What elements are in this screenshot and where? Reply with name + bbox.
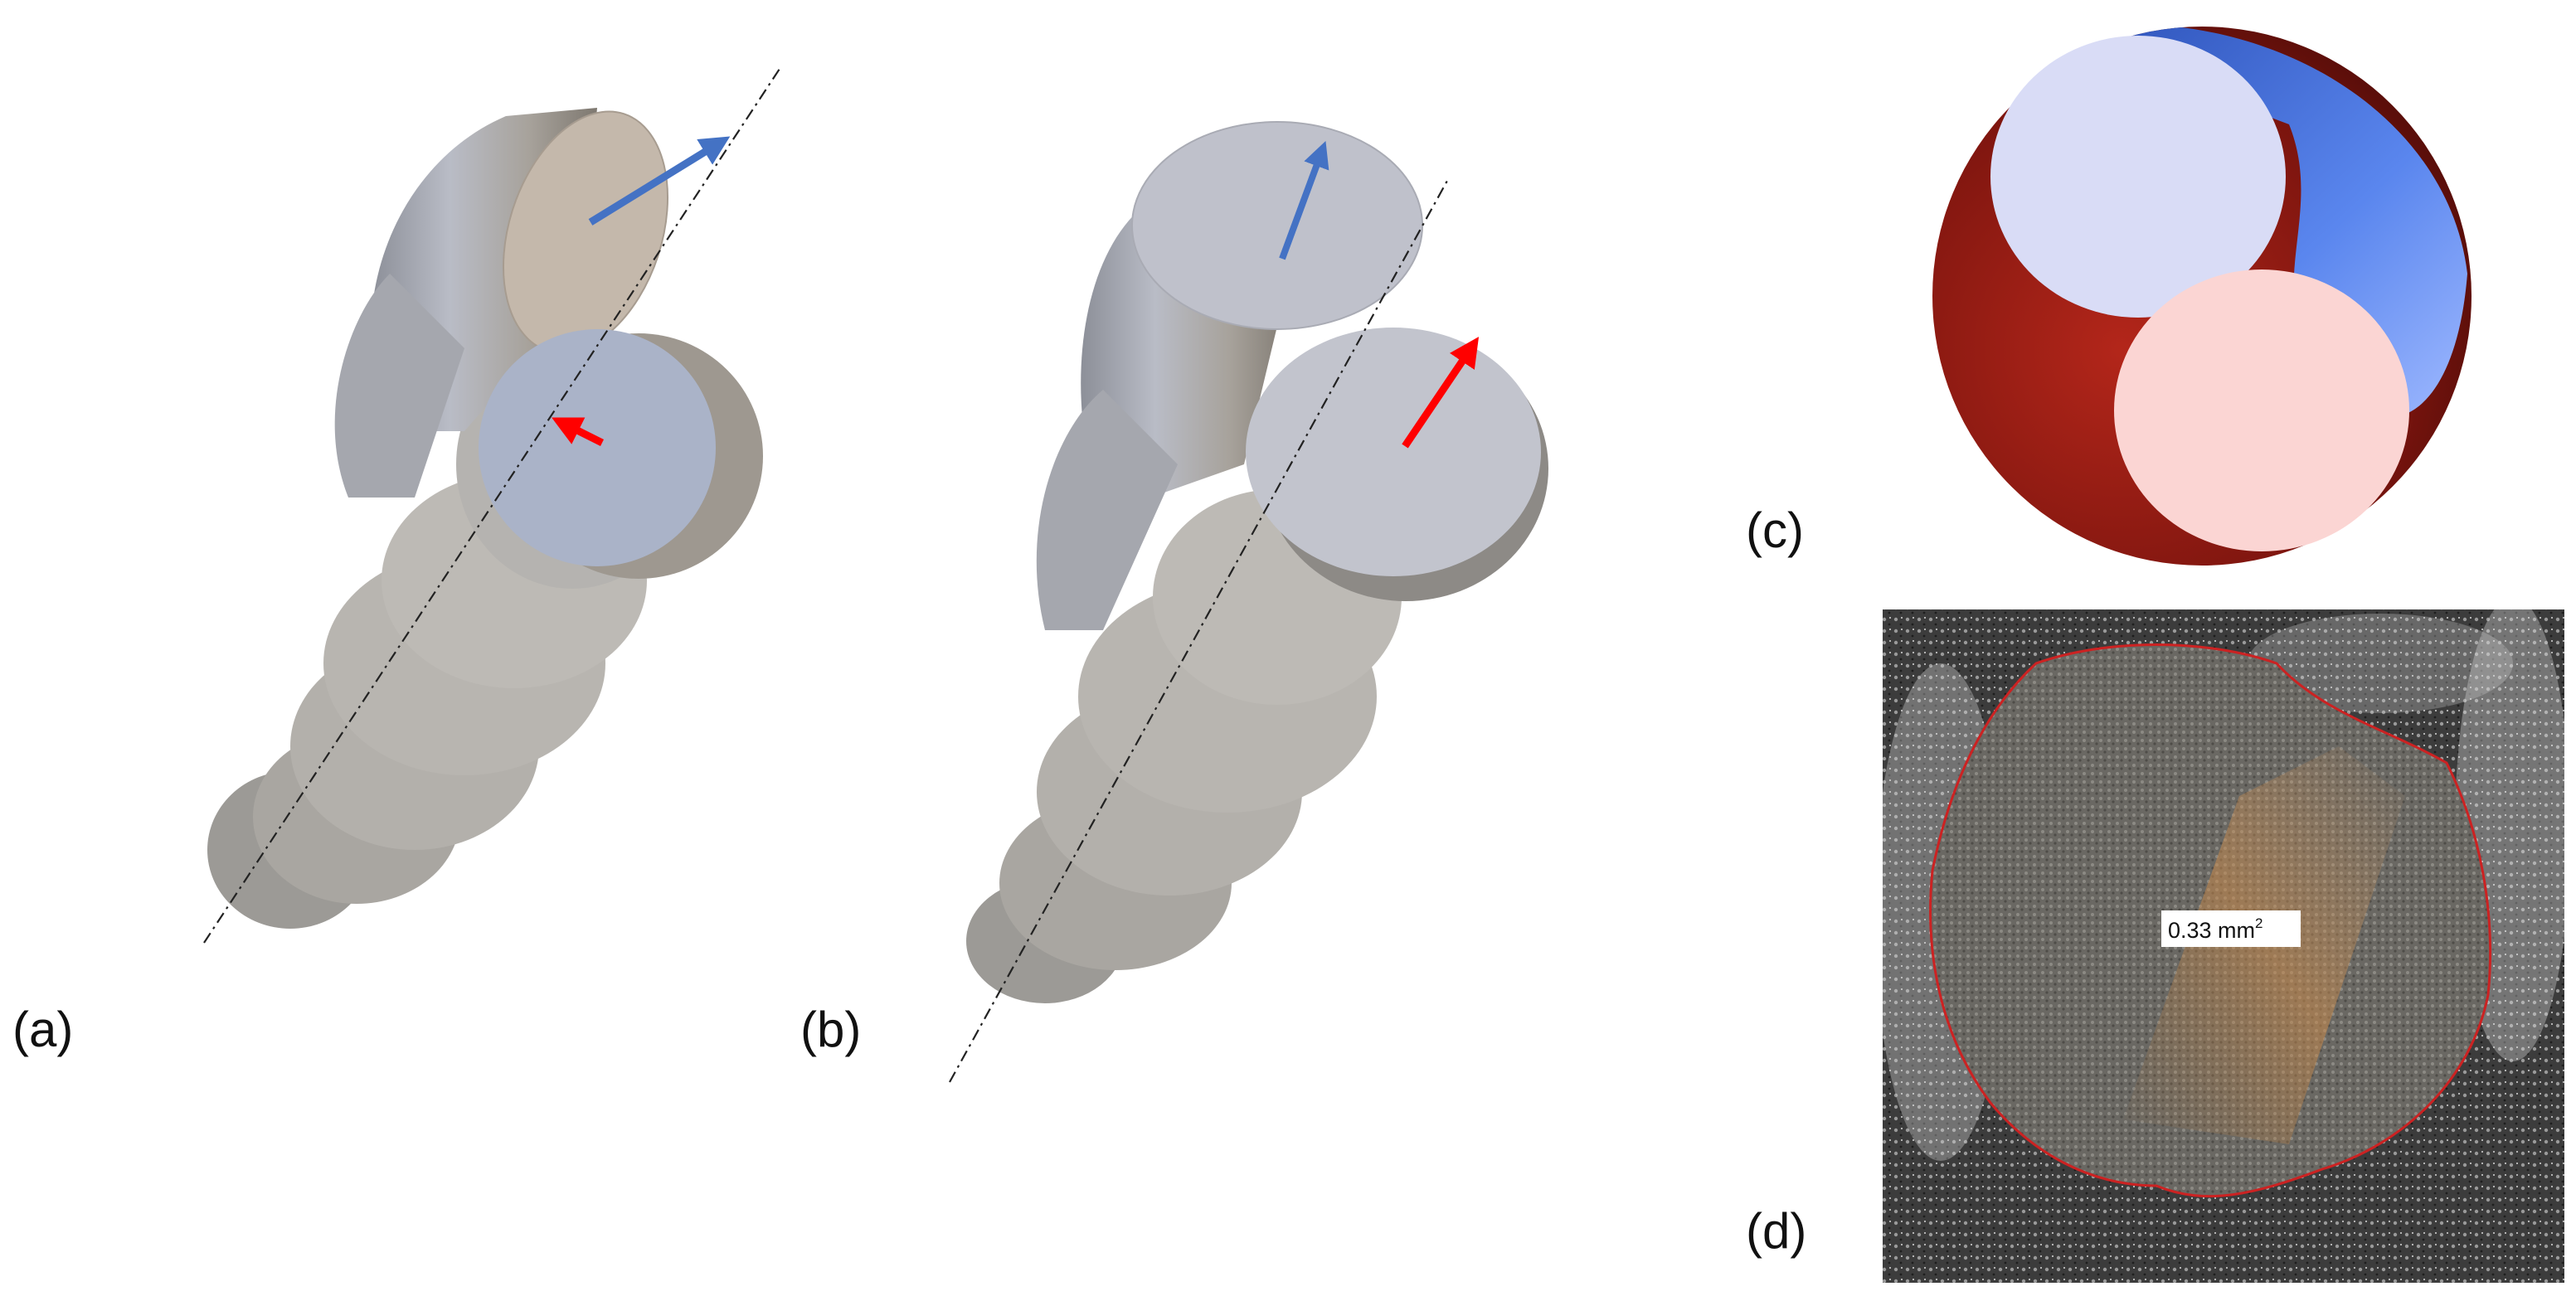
area-value-text: 0.33 mm (2168, 918, 2255, 943)
disk-light-pink (2114, 269, 2409, 551)
red-arrow-b (1402, 337, 1480, 449)
area-superscript: 2 (2255, 915, 2263, 931)
red-arrow-a (552, 417, 605, 447)
axis-line-a (203, 68, 780, 944)
area-label-box (2161, 910, 2301, 947)
panel-d: 0.33 mm2 (d) (1746, 609, 2564, 1283)
helix-body-b (966, 199, 1402, 1003)
micrograph (1883, 609, 2564, 1283)
panel-label-c: (c) (1746, 502, 1804, 558)
panel-a: (a) (12, 68, 780, 1057)
area-value: 0.33 mm2 (2168, 915, 2263, 943)
lower-cut-face-b (1246, 328, 1541, 576)
lower-cut-face-a (479, 329, 716, 566)
panel-label-a: (a) (12, 1002, 73, 1057)
panel-b: (b) (800, 121, 1548, 1083)
panel-label-b: (b) (800, 1002, 861, 1057)
axis-line-b (949, 180, 1448, 1083)
panel-label-d: (d) (1746, 1203, 1806, 1259)
disk-light-blue (1990, 36, 2286, 318)
panel-c: (c) (1746, 27, 2472, 566)
upper-cut-face-b (1131, 121, 1423, 330)
blue-arrow-a (588, 136, 731, 226)
blue-arrow-b (1279, 140, 1329, 260)
